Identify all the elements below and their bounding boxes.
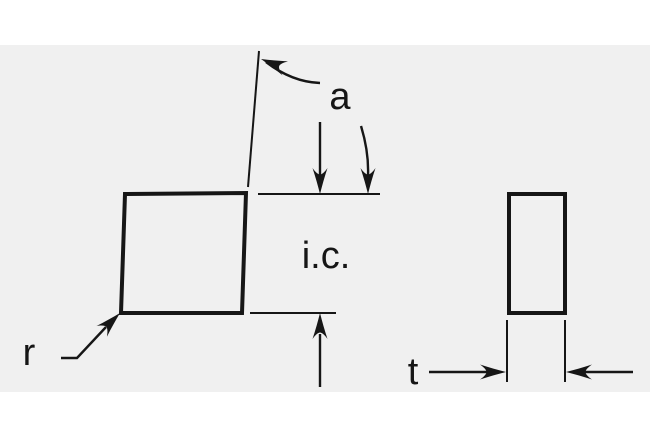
angle-curved-arrow-shaft [359,125,370,177]
side-angle-reference-line [247,50,260,188]
insert-side-view-rectangle [507,192,567,315]
label-thickness: t [408,351,419,393]
label-angle-a: a [329,76,351,118]
label-inscribed-circle: i.c. [302,235,351,277]
radius-leader-line [61,326,107,360]
diagram-panel-background [0,45,650,392]
insert-front-view-square [118,190,249,315]
label-corner-radius: r [23,332,36,374]
